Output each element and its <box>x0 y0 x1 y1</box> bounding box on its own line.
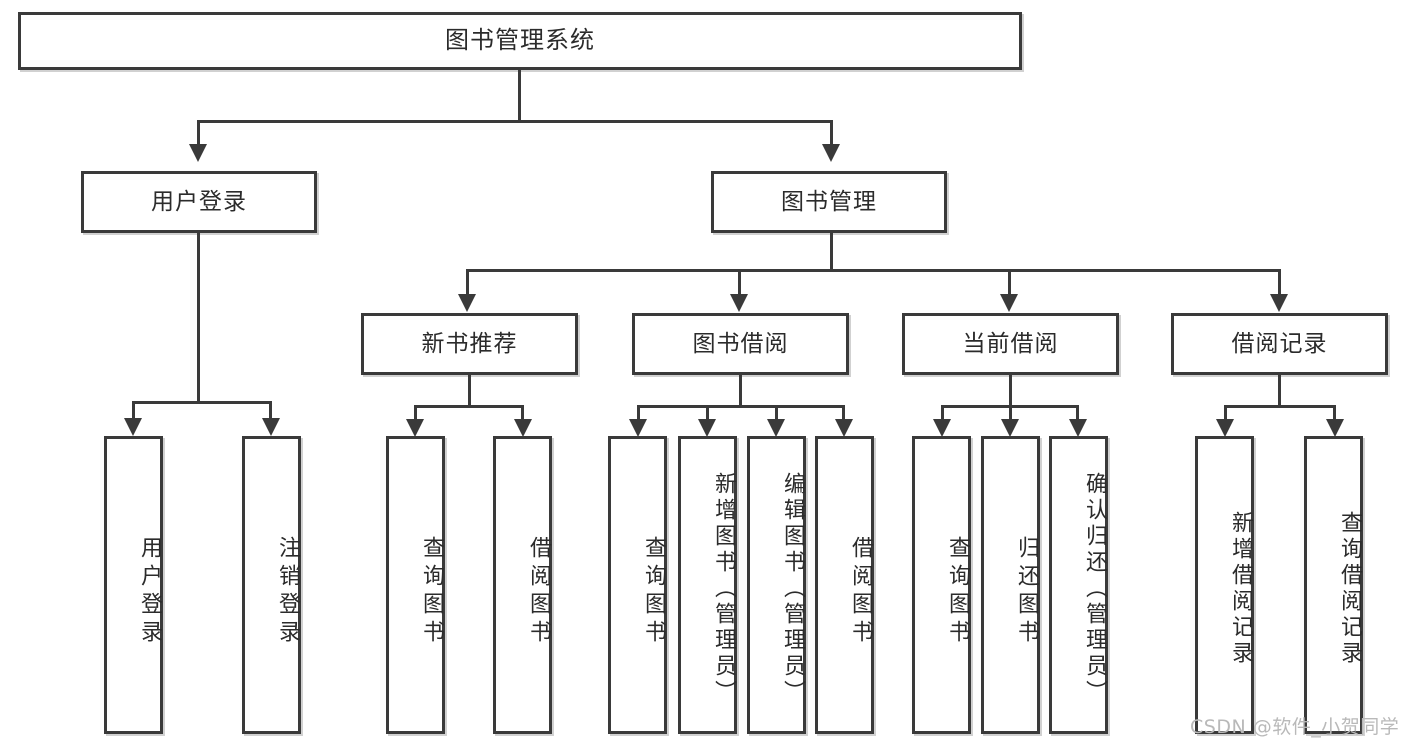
node-book-borrow-label: 图书借阅 <box>692 330 789 357</box>
leaf-query-record[interactable]: 查询借阅记录 <box>1304 436 1363 734</box>
leaf-borrow-book-1[interactable]: 借阅图书 <box>493 436 552 734</box>
leaf-confirm-return[interactable]: 确认归还（管理员） <box>1049 436 1108 734</box>
arrowhead-leaf-query-book-2 <box>629 419 647 437</box>
connector-borrow-record-stem <box>1278 375 1281 405</box>
node-borrow-record[interactable]: 借阅记录 <box>1171 313 1388 375</box>
leaf-add-book[interactable]: 新增图书（管理员） <box>678 436 737 734</box>
connector-level2-drop-2 <box>830 120 833 144</box>
connector-new-book-rec-bus <box>414 405 524 408</box>
leaf-edit-book[interactable]: 编辑图书（管理员） <box>747 436 806 734</box>
leaf-borrow-book-1-label: 借阅图书 <box>526 536 551 648</box>
arrowhead-leaf-borrow-book-2 <box>835 419 853 437</box>
connector-user-login-drop-1 <box>132 401 135 418</box>
arrowhead-leaf-query-record <box>1326 419 1344 437</box>
connector-level3-drop-3 <box>1008 269 1011 294</box>
arrowhead-leaf-logout <box>262 418 280 436</box>
connector-level2-bus <box>197 120 833 123</box>
connector-cb-drop-2 <box>1009 405 1012 419</box>
connector-level3-bus <box>466 269 1281 272</box>
leaf-logout-label: 注销登录 <box>275 536 300 648</box>
arrowhead-leaf-confirm-return <box>1069 419 1087 437</box>
connector-user-login-stem <box>197 233 200 401</box>
connector-book-borrow-stem <box>739 375 742 405</box>
connector-nbr-drop-1 <box>414 405 417 419</box>
leaf-user-login-label: 用户登录 <box>137 536 162 648</box>
leaf-confirm-return-label: 确认归还（管理员） <box>1082 472 1107 706</box>
leaf-query-record-label: 查询借阅记录 <box>1337 511 1362 667</box>
connector-new-book-rec-stem <box>468 375 471 405</box>
connector-bb-drop-1 <box>637 405 640 419</box>
node-user-login-label: 用户登录 <box>151 188 247 215</box>
connector-bb-drop-3 <box>775 405 778 419</box>
connector-current-borrow-stem <box>1009 375 1012 405</box>
node-new-book-rec[interactable]: 新书推荐 <box>361 313 578 375</box>
connector-level3-drop-4 <box>1278 269 1281 294</box>
connector-level2-drop-1 <box>197 120 200 144</box>
node-book-manage[interactable]: 图书管理 <box>711 171 947 233</box>
leaf-user-login[interactable]: 用户登录 <box>104 436 163 734</box>
arrowhead-user-login <box>189 144 207 162</box>
arrowhead-leaf-add-record <box>1216 419 1234 437</box>
leaf-query-book-2[interactable]: 查询图书 <box>608 436 667 734</box>
node-book-borrow[interactable]: 图书借阅 <box>632 313 849 375</box>
leaf-query-book-3-label: 查询图书 <box>945 536 970 648</box>
leaf-borrow-book-2-label: 借阅图书 <box>848 536 873 648</box>
connector-br-drop-1 <box>1224 405 1227 419</box>
connector-borrow-record-bus <box>1224 405 1336 408</box>
arrowhead-leaf-return-book <box>1001 419 1019 437</box>
connector-user-login-bus <box>132 401 272 404</box>
node-user-login[interactable]: 用户登录 <box>81 171 317 233</box>
leaf-query-book-3[interactable]: 查询图书 <box>912 436 971 734</box>
arrowhead-book-borrow <box>730 294 748 312</box>
connector-book-manage-stem <box>830 233 833 269</box>
leaf-borrow-book-2[interactable]: 借阅图书 <box>815 436 874 734</box>
node-new-book-rec-label: 新书推荐 <box>421 330 518 357</box>
connector-nbr-drop-2 <box>521 405 524 419</box>
arrowhead-book-manage <box>822 144 840 162</box>
node-current-borrow[interactable]: 当前借阅 <box>902 313 1119 375</box>
leaf-return-book[interactable]: 归还图书 <box>981 436 1040 734</box>
leaf-query-book-1[interactable]: 查询图书 <box>386 436 445 734</box>
connector-cb-drop-3 <box>1076 405 1079 419</box>
connector-bb-drop-2 <box>706 405 709 419</box>
arrowhead-leaf-add-book <box>698 419 716 437</box>
arrowhead-borrow-record <box>1270 294 1288 312</box>
arrowhead-current-borrow <box>1000 294 1018 312</box>
arrowhead-leaf-query-book-3 <box>933 419 951 437</box>
arrowhead-leaf-user-login <box>124 418 142 436</box>
arrowhead-leaf-query-book-1 <box>406 419 424 437</box>
connector-br-drop-2 <box>1333 405 1336 419</box>
node-root-label: 图书管理系统 <box>445 26 595 55</box>
connector-user-login-drop-2 <box>269 401 272 418</box>
node-current-borrow-label: 当前借阅 <box>962 330 1059 357</box>
leaf-query-book-1-label: 查询图书 <box>419 536 444 648</box>
csdn-watermark: CSDN @软件_小贺同学 <box>1190 716 1400 738</box>
connector-bb-drop-4 <box>842 405 845 419</box>
connector-cb-drop-1 <box>941 405 944 419</box>
leaf-logout[interactable]: 注销登录 <box>242 436 301 734</box>
node-book-manage-label: 图书管理 <box>781 188 877 215</box>
arrowhead-leaf-edit-book <box>767 419 785 437</box>
leaf-add-record[interactable]: 新增借阅记录 <box>1195 436 1254 734</box>
connector-level3-drop-2 <box>738 269 741 294</box>
arrowhead-new-book-rec <box>458 294 476 312</box>
connector-level3-drop-1 <box>466 269 469 294</box>
leaf-add-book-label: 新增图书（管理员） <box>711 472 736 706</box>
arrowhead-leaf-borrow-book-1 <box>514 419 532 437</box>
leaf-edit-book-label: 编辑图书（管理员） <box>780 472 805 706</box>
connector-book-borrow-bus <box>637 405 845 408</box>
leaf-query-book-2-label: 查询图书 <box>641 536 666 648</box>
node-borrow-record-label: 借阅记录 <box>1231 330 1328 357</box>
node-root[interactable]: 图书管理系统 <box>18 12 1022 70</box>
leaf-return-book-label: 归还图书 <box>1014 536 1039 648</box>
connector-root-stem <box>518 70 521 120</box>
leaf-add-record-label: 新增借阅记录 <box>1228 511 1253 667</box>
